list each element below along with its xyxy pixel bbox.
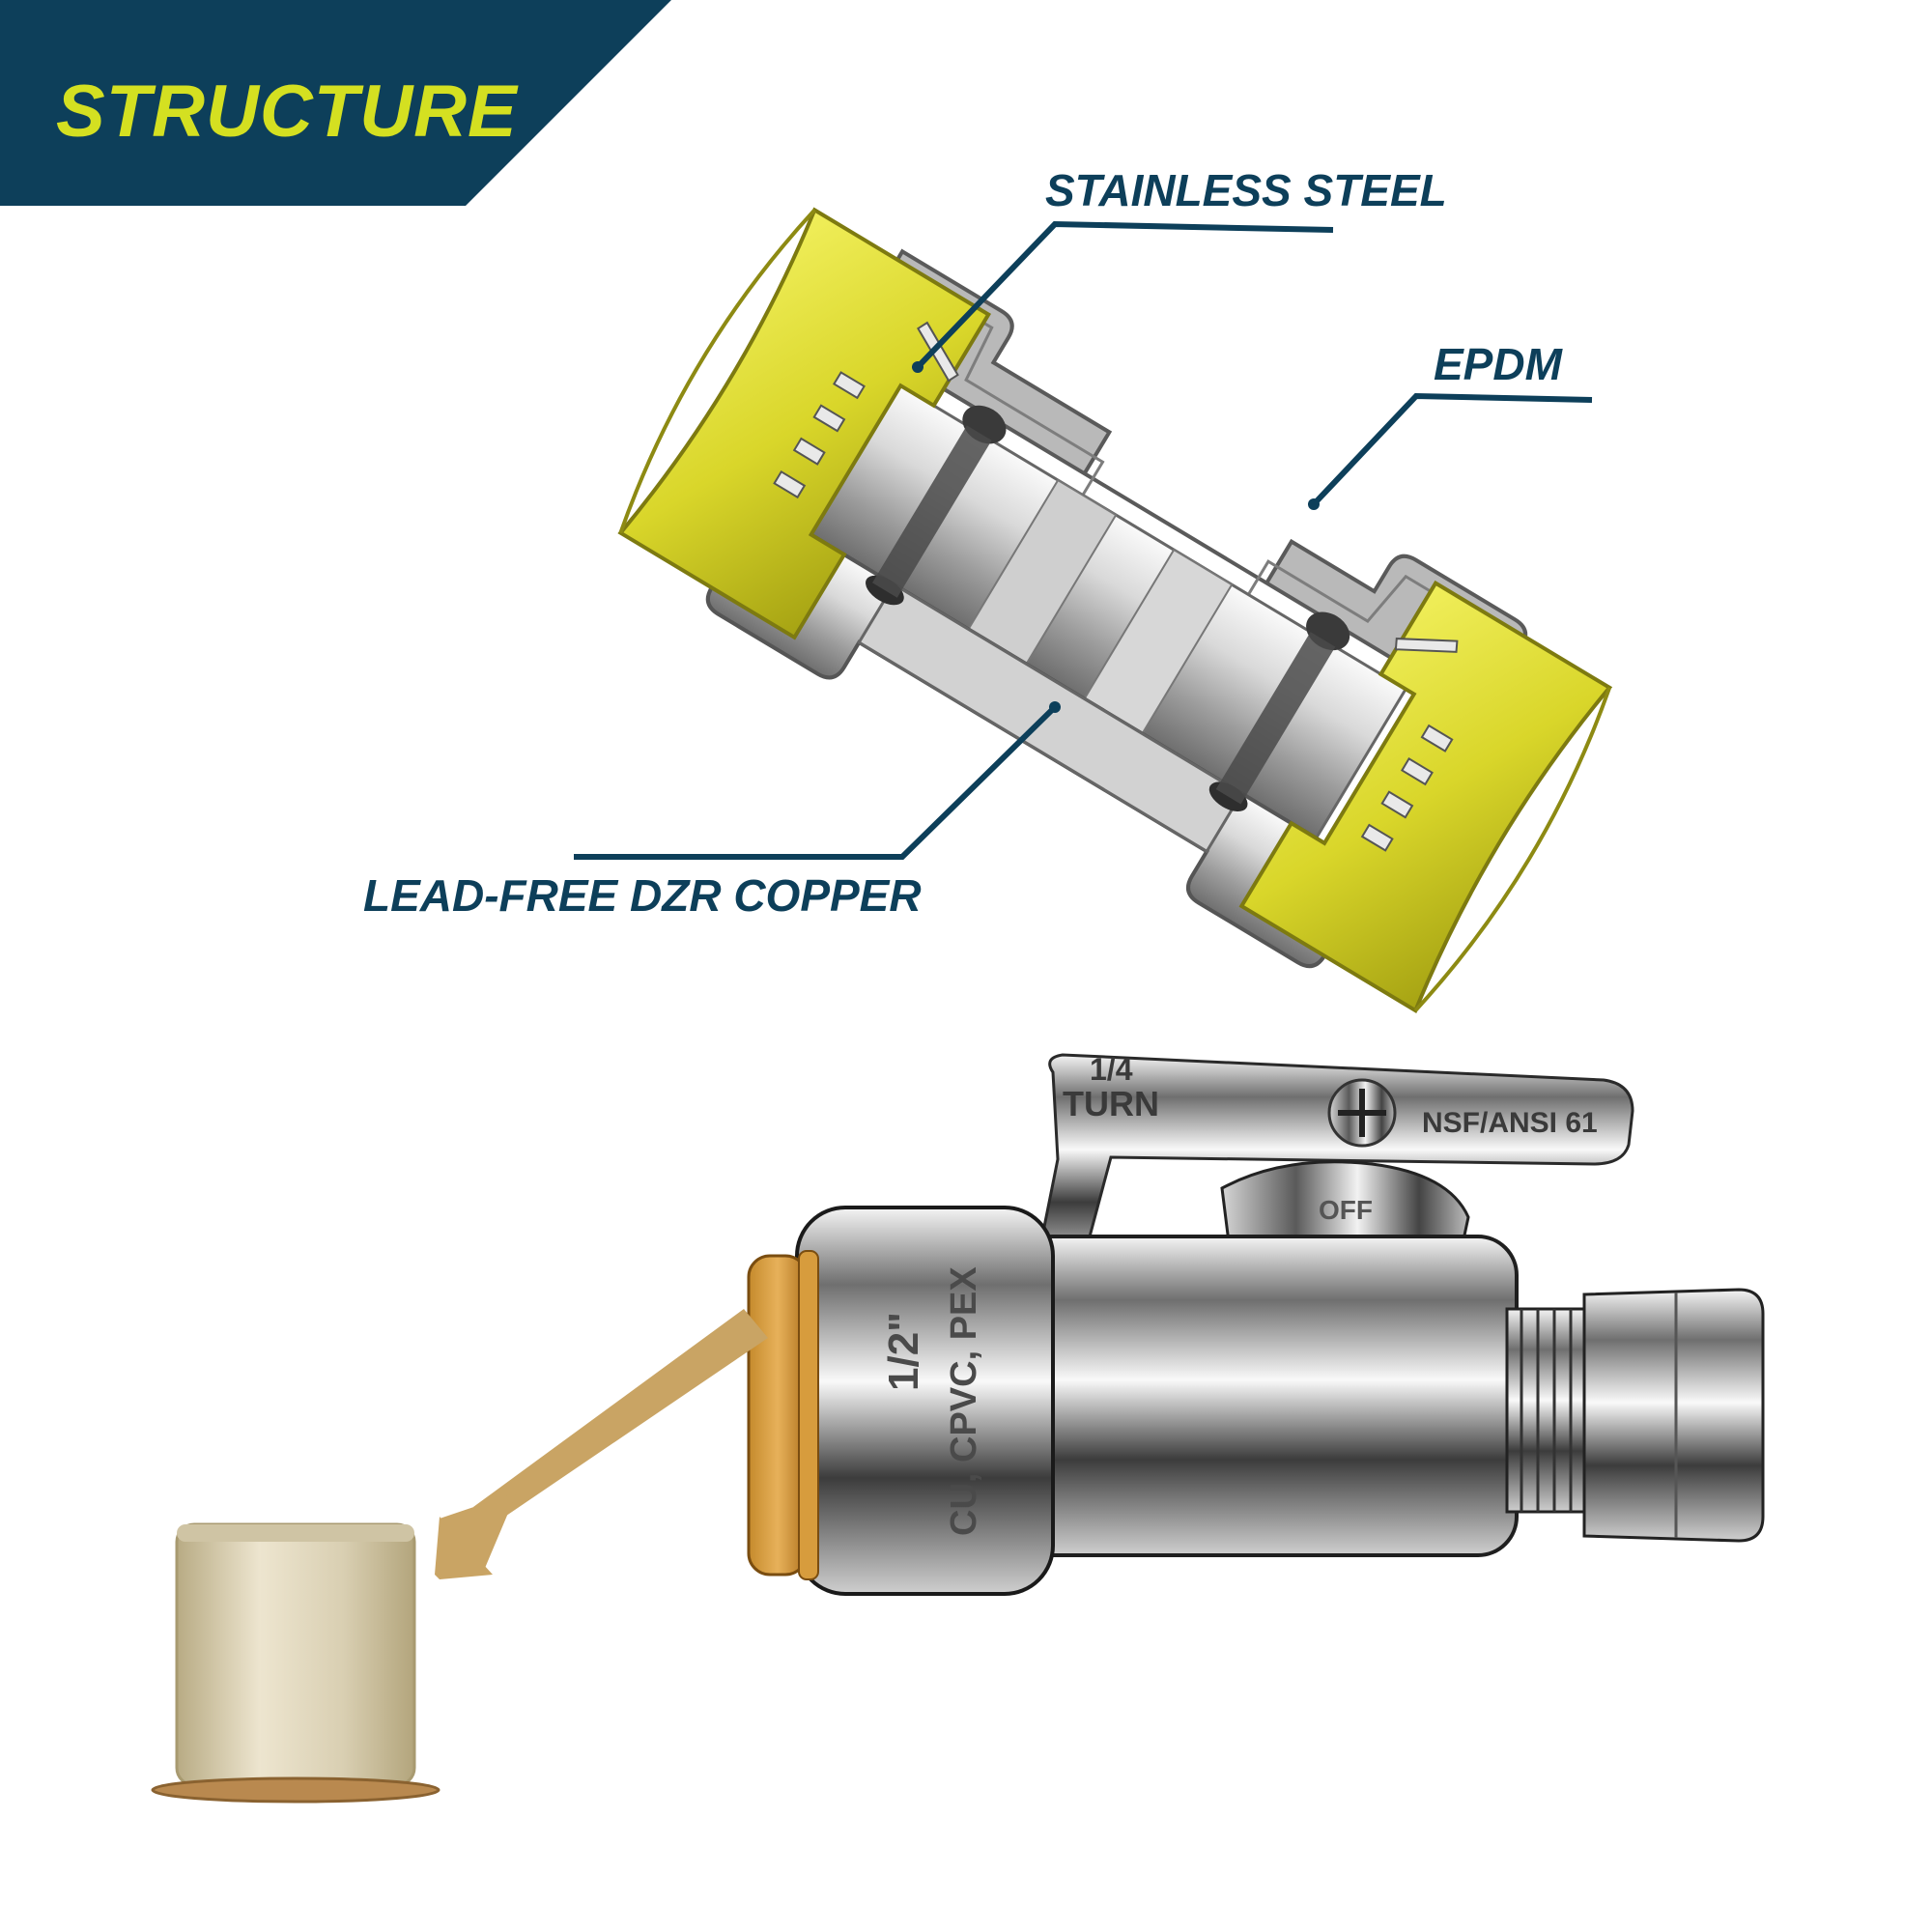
compression-threads bbox=[1505, 1307, 1586, 1514]
valve-handle bbox=[1037, 1053, 1634, 1267]
coupling-cutaway bbox=[617, 207, 1613, 1014]
callout-stainless-steel: STAINLESS STEEL bbox=[1045, 165, 1447, 215]
insert-sleeve bbox=[175, 1522, 416, 1787]
insert-callout-arrow bbox=[435, 1309, 768, 1579]
valve-body bbox=[1012, 1235, 1519, 1557]
leader-lead-free bbox=[574, 704, 1058, 860]
handle-marking-standard: NSF/ANSI 61 bbox=[1422, 1107, 1598, 1139]
leader-stainless bbox=[915, 220, 1334, 370]
leader-epdm bbox=[1311, 392, 1593, 507]
compression-nut bbox=[1582, 1288, 1765, 1543]
stainless-body-section bbox=[849, 248, 1528, 716]
brass-collet-right bbox=[1238, 580, 1613, 1014]
stem-marking-off: OFF bbox=[1319, 1195, 1373, 1225]
leader-lines bbox=[574, 220, 1593, 860]
banner-background bbox=[0, 0, 671, 206]
stiffener-insert bbox=[151, 1522, 440, 1804]
handle-marking-quarter: 1/4 bbox=[1090, 1052, 1133, 1087]
push-end-marking-materials: CU, CPVC, PEX bbox=[944, 1266, 984, 1536]
stop-valve: 1/4 TURN NSF/ANSI 61 OFF 1/2" CU, CPVC, … bbox=[747, 1052, 1765, 1596]
handle-marking-turn: TURN bbox=[1063, 1084, 1159, 1123]
callout-epdm: EPDM bbox=[1434, 339, 1562, 389]
insert-flange bbox=[151, 1776, 440, 1804]
push-fit-end bbox=[795, 1206, 1055, 1596]
push-end-marking-size: 1/2" bbox=[880, 1312, 927, 1391]
page-title: STRUCTURE bbox=[56, 71, 518, 153]
brass-collet-left bbox=[617, 207, 992, 640]
callout-lead-free-dzr-copper: LEAD-FREE DZR COPPER bbox=[363, 870, 922, 921]
stainless-teeth bbox=[773, 321, 1459, 852]
